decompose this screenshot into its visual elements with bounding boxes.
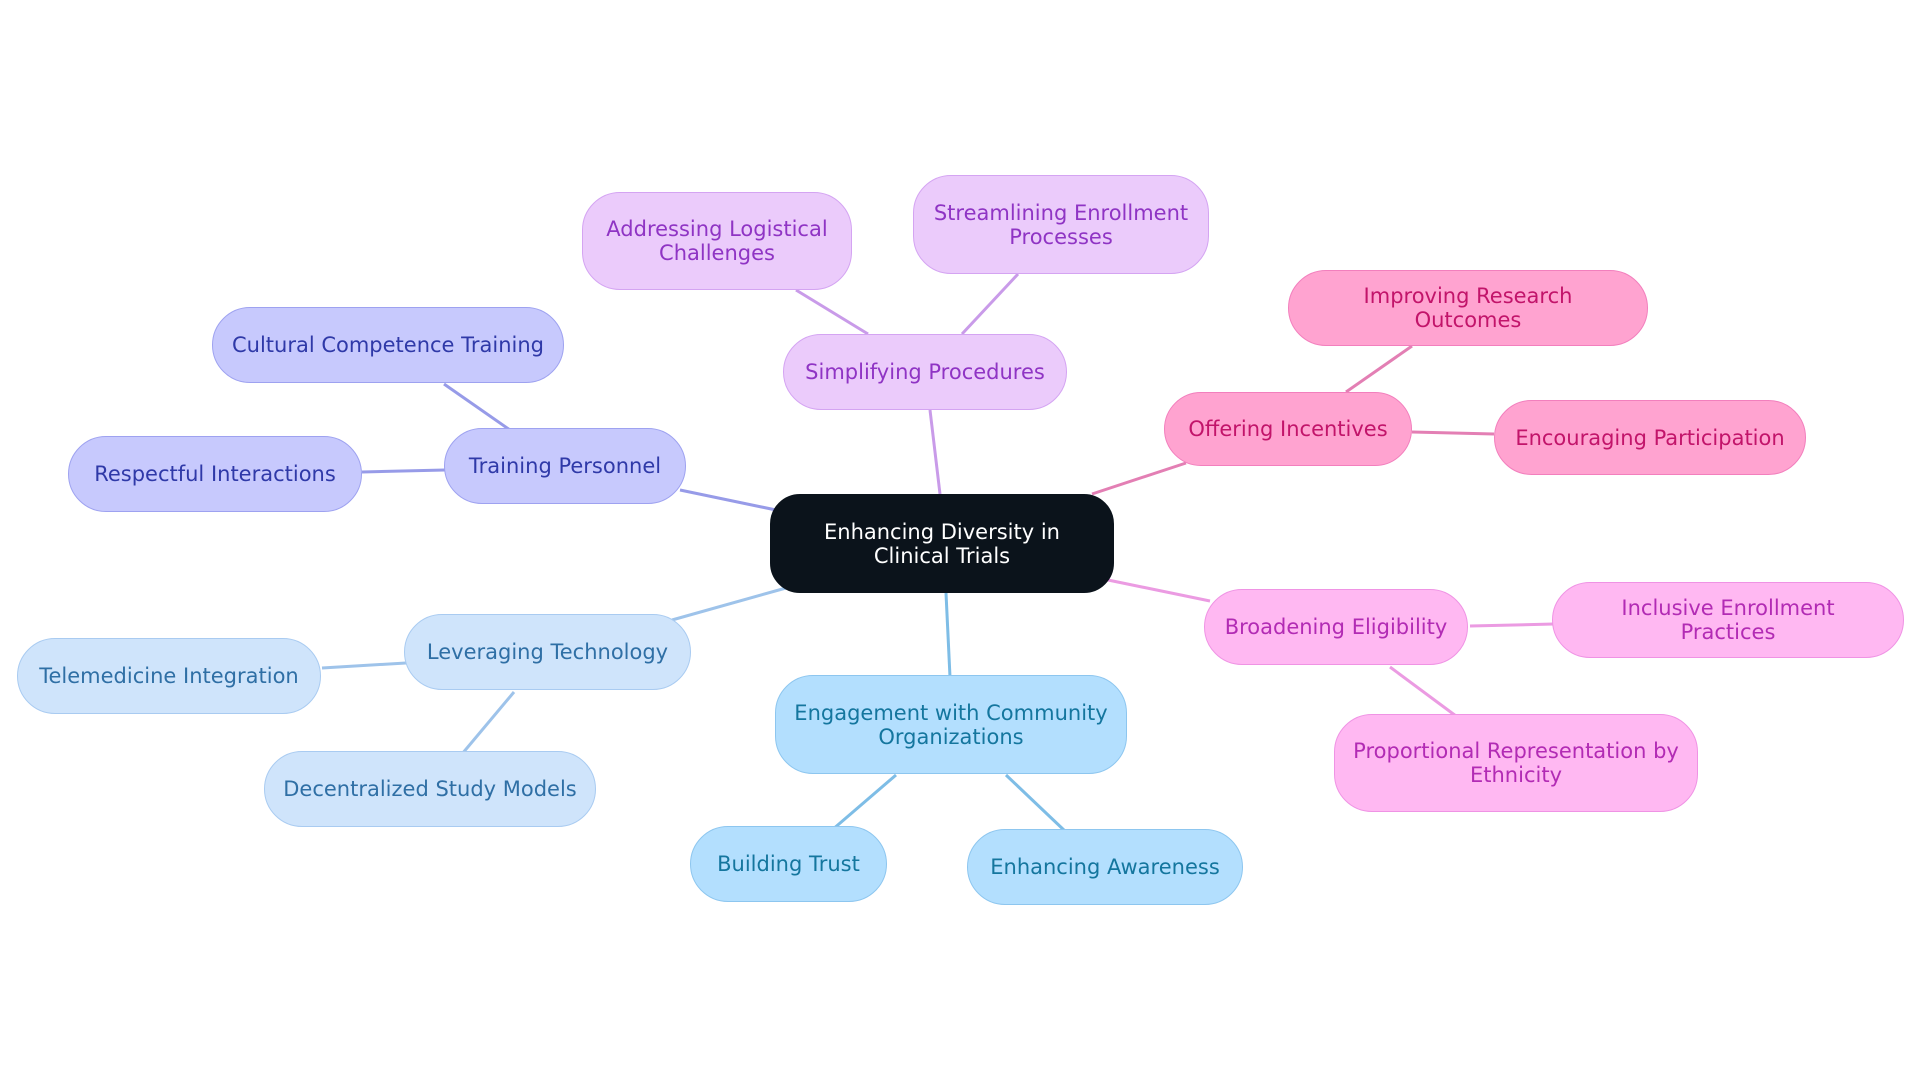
edge-training-cultural <box>443 382 511 432</box>
leaf-label: Improving Research Outcomes <box>1363 284 1573 332</box>
branch-simplifying-procedures: Simplifying Procedures <box>783 334 1067 410</box>
branch-label: Offering Incentives <box>1188 417 1388 441</box>
edge-technology-decentralized <box>460 691 516 755</box>
leaf-addressing-logistical-challenges: Addressing Logistical Challenges <box>582 192 852 290</box>
edge-incentives-participation <box>1411 430 1495 436</box>
leaf-decentralized-study-models: Decentralized Study Models <box>264 751 596 827</box>
edge-eligibility-inclusive <box>1469 622 1555 628</box>
branch-label: Training Personnel <box>468 454 662 478</box>
branch-leveraging-technology: Leveraging Technology <box>404 614 691 690</box>
leaf-label: Proportional Representation by Ethnicity <box>1353 739 1679 787</box>
edge-root-technology <box>671 586 787 622</box>
branch-offering-incentives: Offering Incentives <box>1164 392 1412 466</box>
leaf-label: Building Trust <box>717 852 860 876</box>
branch-label: Engagement with Community Organizations <box>794 700 1108 749</box>
leaf-building-trust: Building Trust <box>690 826 887 902</box>
edge-technology-telemedicine <box>321 661 407 670</box>
leaf-encouraging-participation: Encouraging Participation <box>1494 400 1806 475</box>
leaf-improving-research-outcomes: Improving Research Outcomes <box>1288 270 1648 346</box>
leaf-streamlining-enrollment-processes: Streamlining Enrollment Processes <box>913 175 1209 274</box>
leaf-label: Streamlining Enrollment Processes <box>933 200 1189 249</box>
edge-eligibility-proportional <box>1389 665 1457 718</box>
branch-label: Simplifying Procedures <box>805 360 1045 384</box>
leaf-label: Decentralized Study Models <box>283 777 577 801</box>
edge-training-respectful <box>361 468 446 474</box>
root-label: Enhancing Diversity in Clinical Trials <box>823 519 1060 568</box>
leaf-label: Telemedicine Integration <box>39 664 299 688</box>
leaf-label: Addressing Logistical Challenges <box>606 217 828 265</box>
leaf-inclusive-enrollment-practices: Inclusive Enrollment Practices <box>1552 582 1904 658</box>
leaf-label: Cultural Competence Training <box>231 333 545 357</box>
leaf-label: Encouraging Participation <box>1515 425 1785 450</box>
branch-label: Leveraging Technology <box>426 640 669 664</box>
leaf-telemedicine-integration: Telemedicine Integration <box>17 638 321 714</box>
leaf-label: Respectful Interactions <box>94 462 336 486</box>
branch-training-personnel: Training Personnel <box>444 428 686 504</box>
branch-broadening-eligibility: Broadening Eligibility <box>1204 589 1468 665</box>
edge-engagement-awareness <box>1004 773 1068 834</box>
leaf-respectful-interactions: Respectful Interactions <box>68 436 362 512</box>
edge-simplifying-streamlining <box>960 272 1020 336</box>
edge-simplifying-logistical <box>795 288 869 336</box>
leaf-cultural-competence-training: Cultural Competence Training <box>212 307 564 383</box>
branch-engagement-community: Engagement with Community Organizations <box>775 675 1127 774</box>
edge-root-training <box>679 488 777 512</box>
leaf-enhancing-awareness: Enhancing Awareness <box>967 829 1243 905</box>
leaf-label: Inclusive Enrollment Practices <box>1621 596 1835 644</box>
leaf-label: Enhancing Awareness <box>990 855 1220 879</box>
branch-label: Broadening Eligibility <box>1224 615 1448 639</box>
leaf-proportional-representation: Proportional Representation by Ethnicity <box>1334 714 1698 812</box>
edge-root-eligibility <box>1107 578 1211 603</box>
root-node: Enhancing Diversity in Clinical Trials <box>770 494 1114 593</box>
edge-incentives-outcomes <box>1345 344 1413 394</box>
edge-engagement-trust <box>831 773 897 832</box>
edge-root-simplifying <box>928 409 942 495</box>
edge-root-engagement <box>944 592 952 678</box>
edge-root-incentives <box>1091 461 1187 496</box>
